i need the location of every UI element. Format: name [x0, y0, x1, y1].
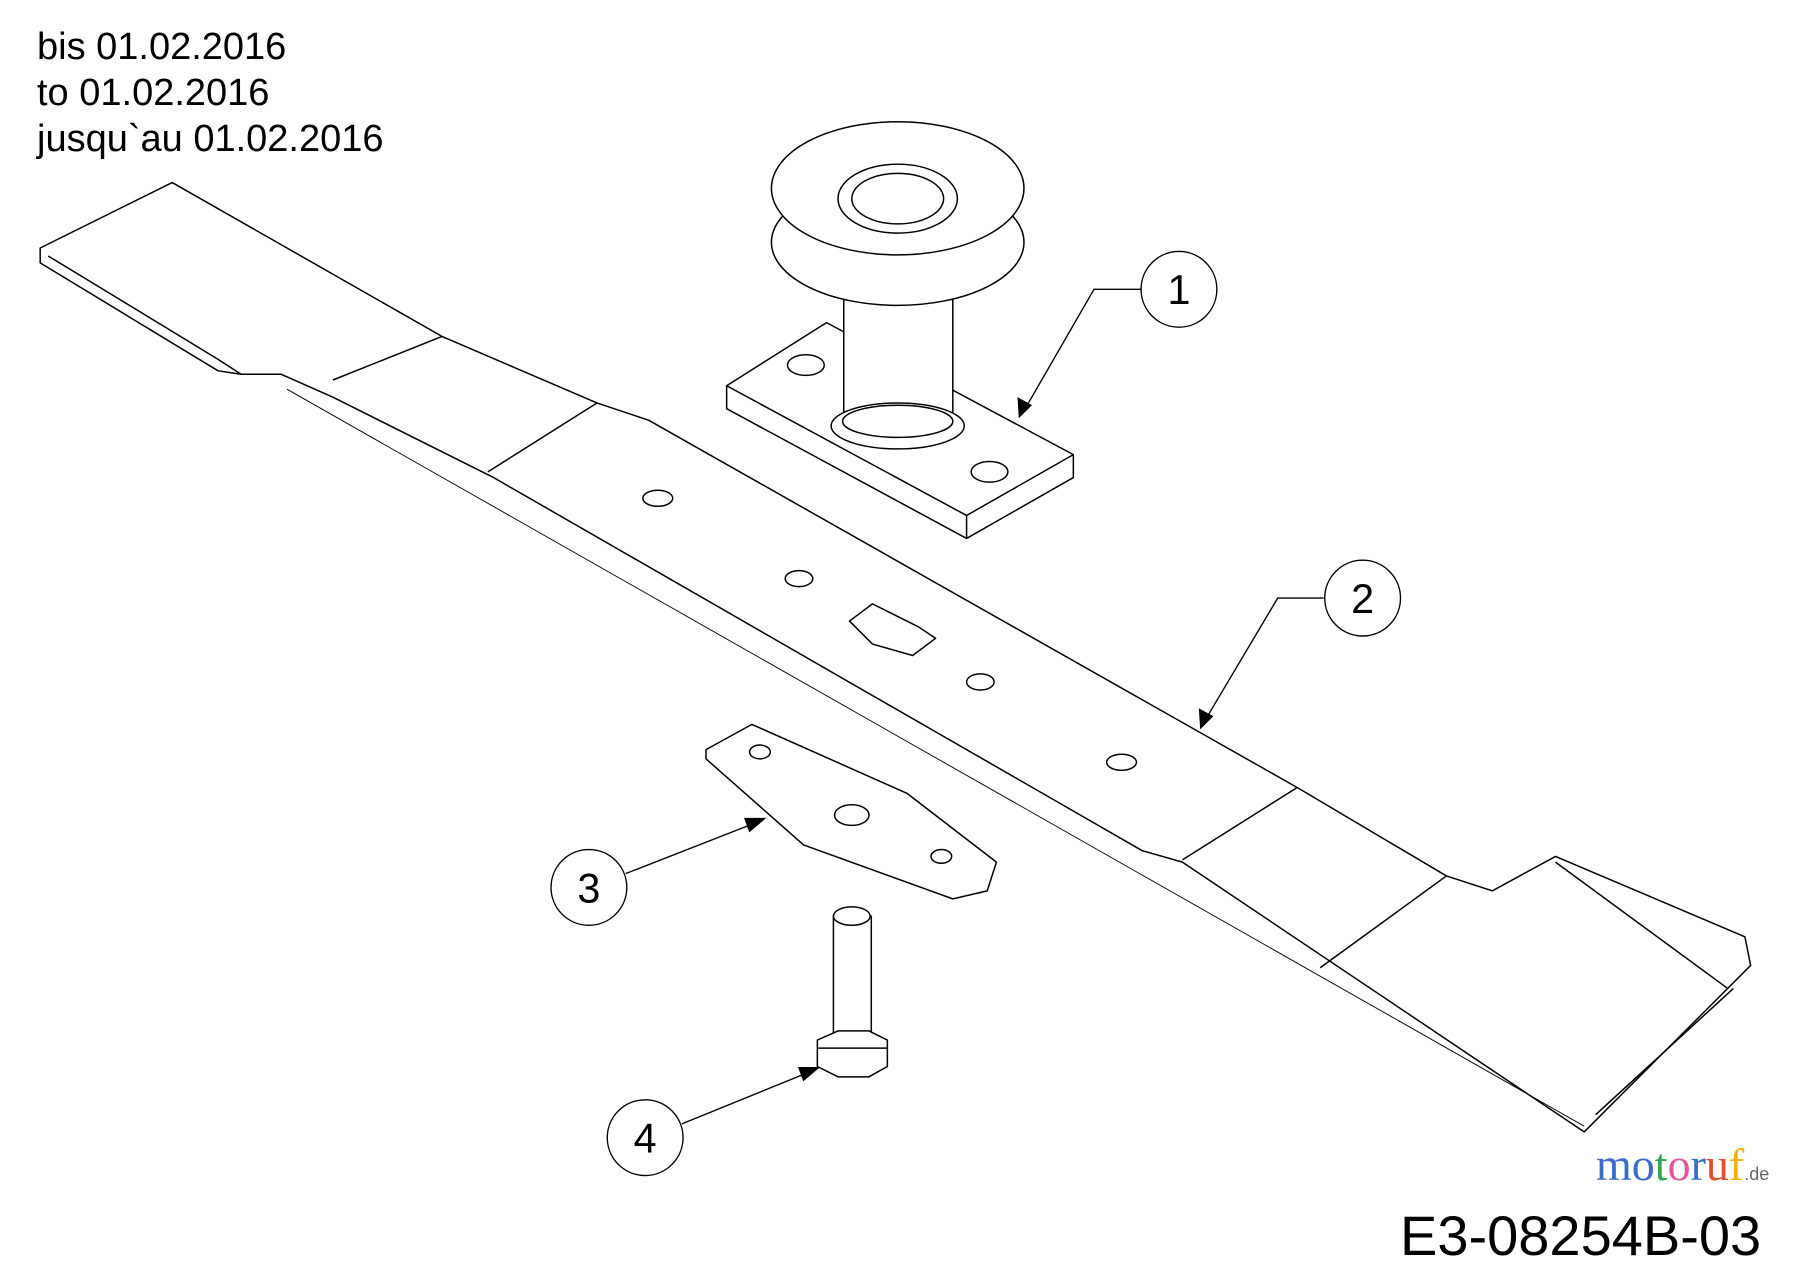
wm-letter: r	[1690, 1139, 1706, 1190]
callout-label-4: 4	[634, 1116, 657, 1162]
callout-1[interactable]: 1	[1017, 250, 1218, 419]
wm-suffix: .de	[1744, 1164, 1770, 1184]
callout-label-2: 2	[1351, 576, 1374, 622]
callout-2[interactable]: 2	[1198, 559, 1402, 730]
validity-note: bis 01.02.2016 to 01.02.2016 jusqu`au 01…	[37, 24, 384, 162]
callout-3[interactable]: 3	[550, 817, 767, 926]
validity-line-de: bis 01.02.2016	[37, 26, 287, 68]
wm-letter: t	[1654, 1139, 1668, 1190]
pulley-spindle[interactable]	[725, 120, 1075, 540]
validity-line-en: to 01.02.2016	[37, 72, 270, 114]
callout-4[interactable]: 4	[606, 1066, 821, 1177]
wm-letter: m	[1596, 1139, 1632, 1190]
validity-line-fr: jusqu`au 01.02.2016	[37, 118, 384, 160]
callout-label-3: 3	[577, 865, 600, 911]
bolt[interactable]	[816, 906, 889, 1078]
callout-label-1: 1	[1167, 267, 1190, 313]
wm-letter: o	[1631, 1139, 1655, 1190]
wm-letter: o	[1667, 1139, 1691, 1190]
mower-blade[interactable]	[39, 181, 1752, 1133]
wm-letter: u	[1705, 1139, 1729, 1190]
motoruf-watermark: motoruf.de	[1596, 1140, 1769, 1199]
wm-letter: f	[1728, 1139, 1745, 1190]
drawing-code: E3-08254B-03	[1400, 1204, 1762, 1267]
blade-stiffener[interactable]	[705, 723, 998, 900]
